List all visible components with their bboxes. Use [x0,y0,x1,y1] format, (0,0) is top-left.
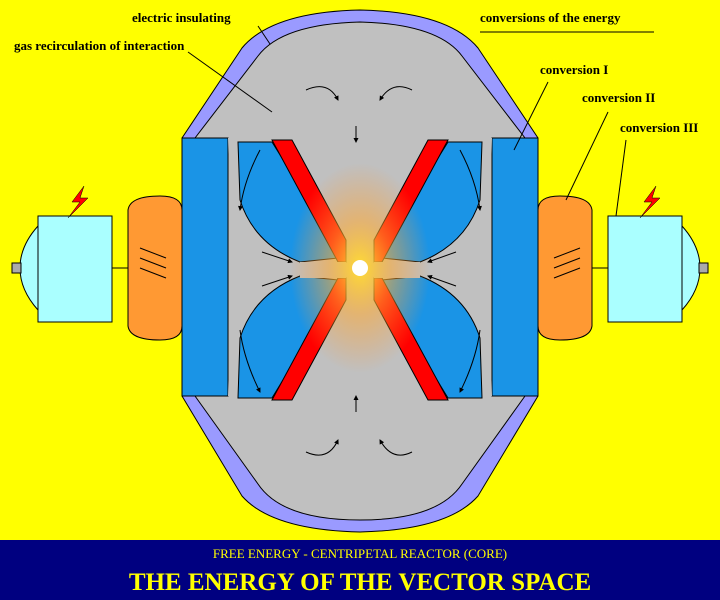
leader-lines [187,25,627,217]
banner-subtitle: FREE ENERGY - CENTRIPETAL REACTOR (CORE) [213,546,507,561]
lightning-icon-right [639,185,661,219]
generator-left-shaft [11,262,22,274]
magnet-left-coil-lines [139,247,167,279]
banner-title: THE ENERGY OF THE VECTOR SPACE [129,569,591,596]
magnet-left [127,195,183,341]
label-conversion-3: conversion III [620,120,698,135]
reactor-block-right [491,137,539,397]
generator-right [607,215,683,323]
flow-arrow-icon [238,86,482,456]
label-conversion-1: conversion I [540,62,608,77]
reactor-block-left [181,137,229,397]
label-electric-insulating: electric insulating [132,10,231,25]
label-conversions-heading: conversions of the energy [480,10,621,25]
label-conversion-2: conversion II [582,90,655,105]
reactor-core [352,260,368,276]
magnet-right [537,195,593,341]
lightning-icon-left [67,185,89,219]
banner [0,540,720,600]
label-gas-recirculation: gas recirculation of interaction [14,38,185,53]
magnet-right-coil-lines [553,247,581,279]
generator-left [37,215,113,323]
generator-right-shaft [698,262,709,274]
